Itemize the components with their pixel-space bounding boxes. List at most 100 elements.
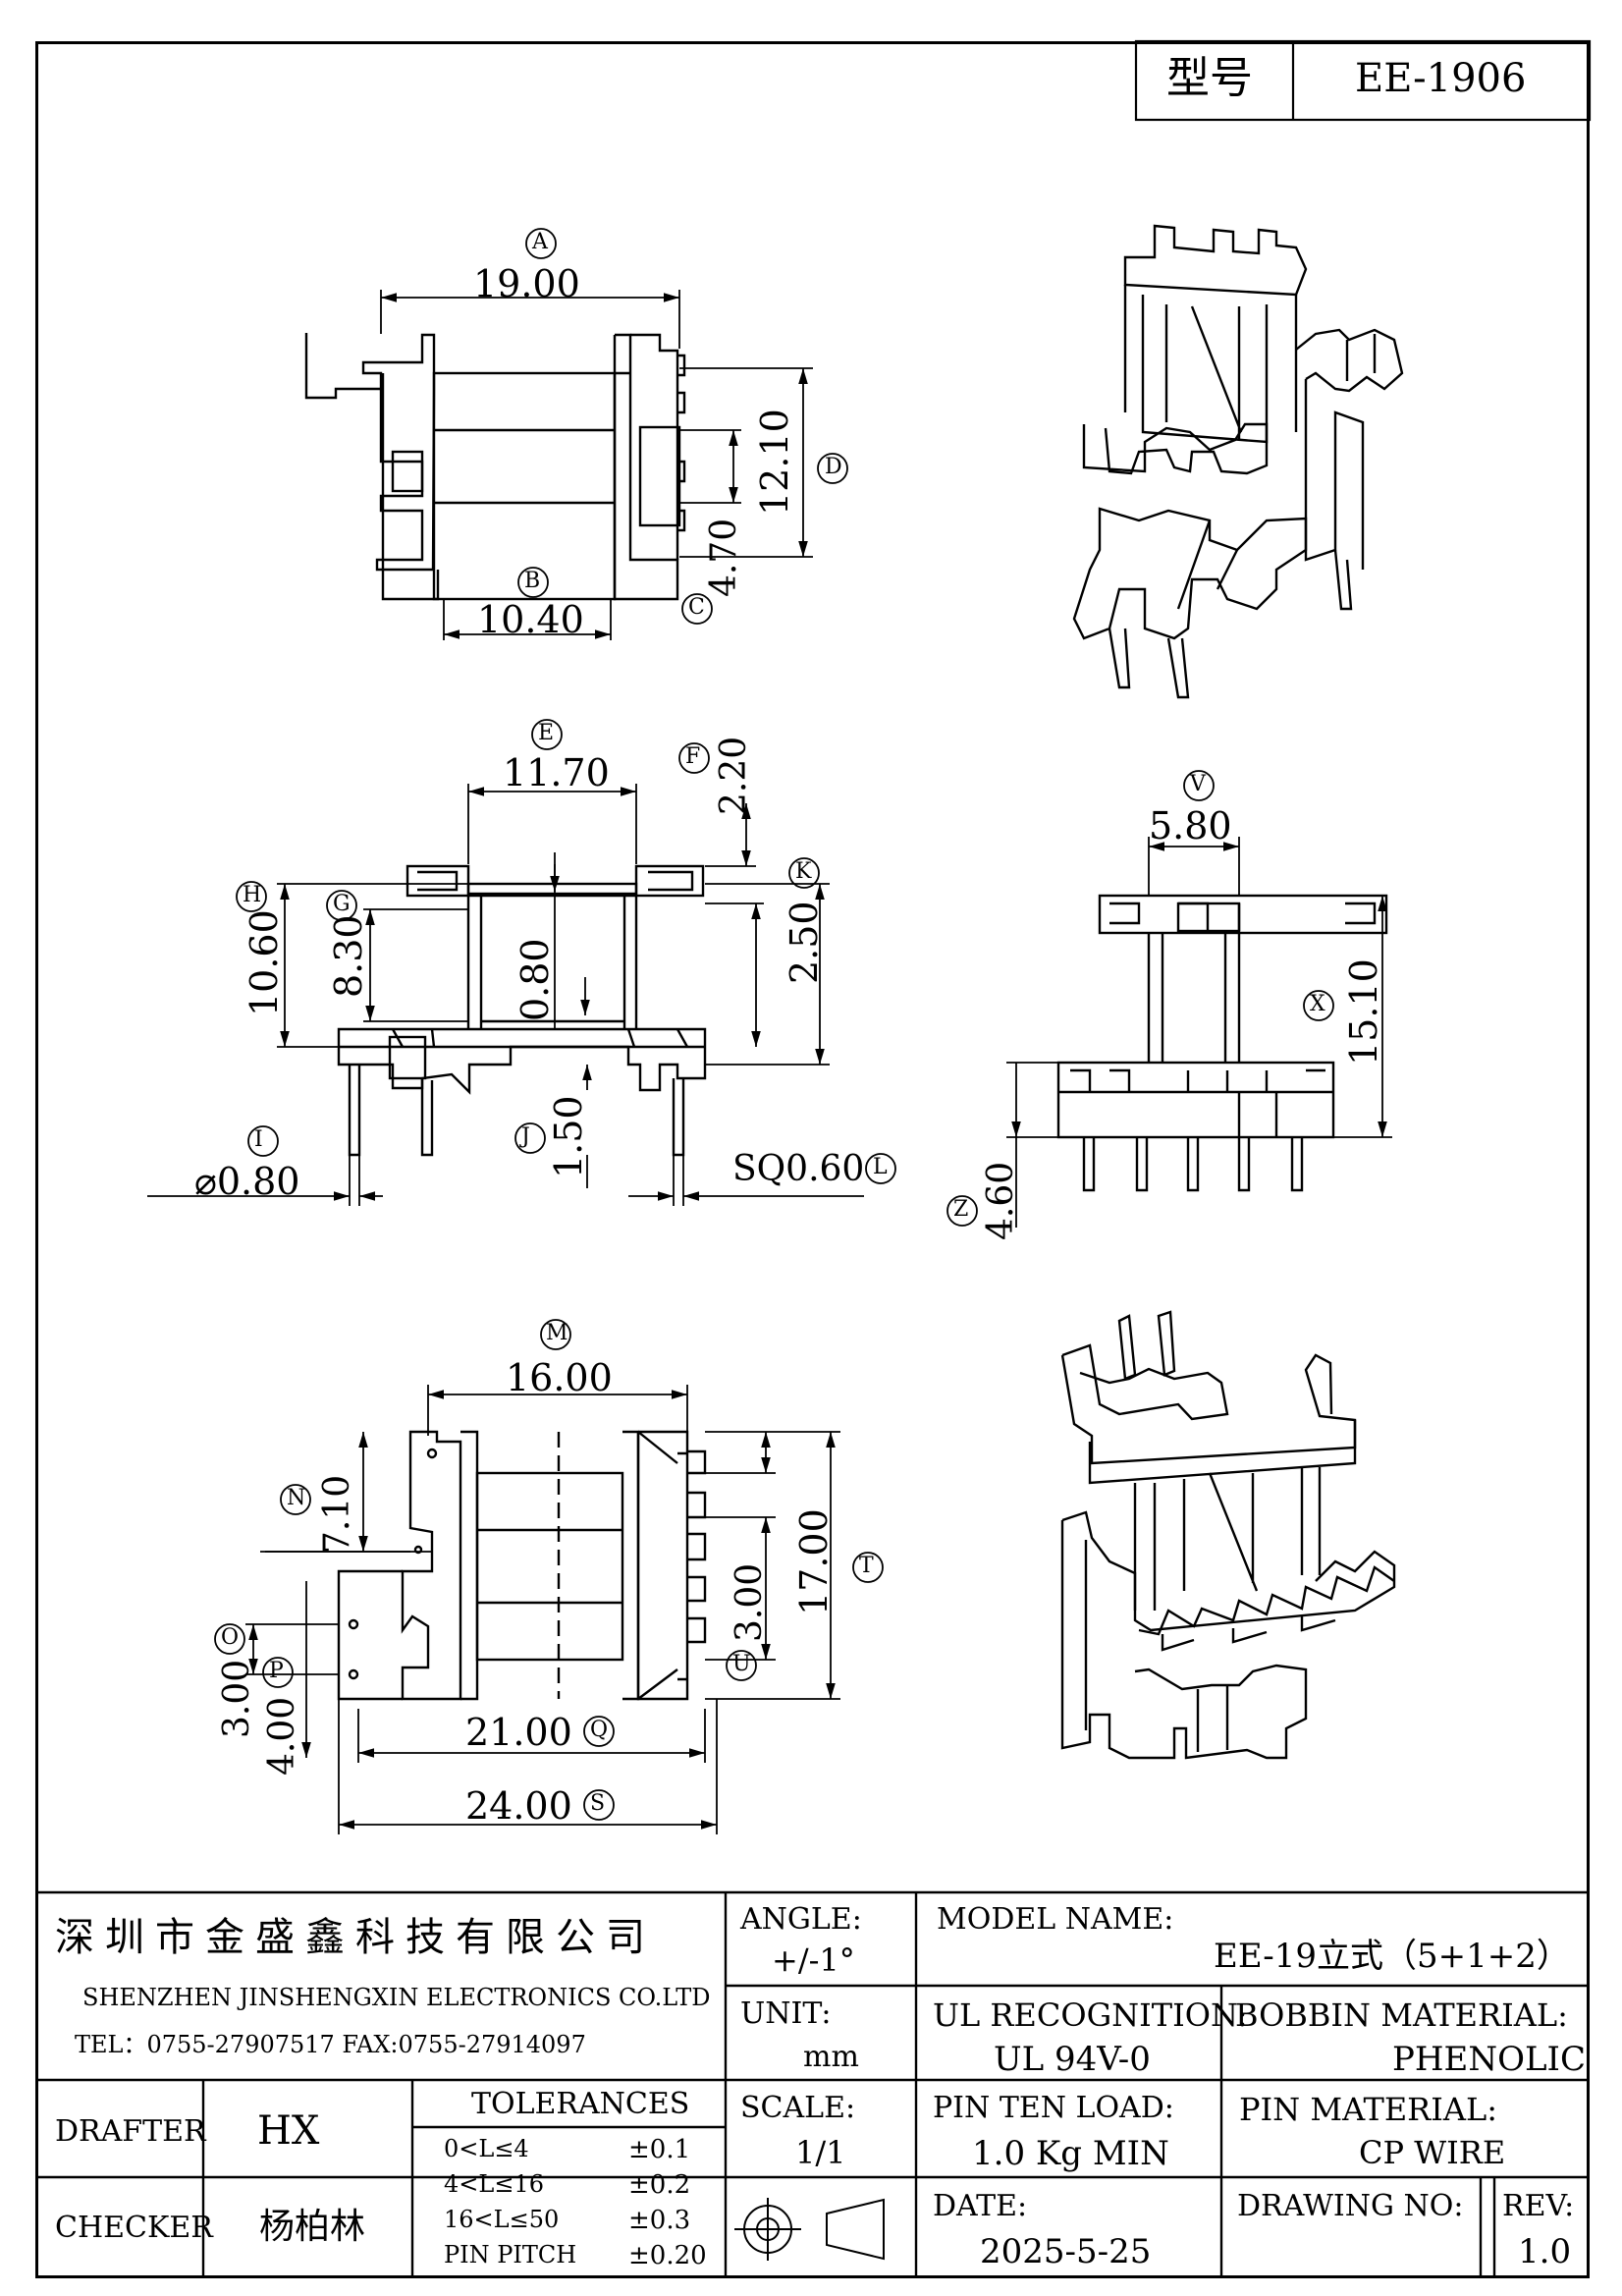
dim-value: 10.60 xyxy=(243,909,286,1016)
checker-value: 杨柏林 xyxy=(259,2207,366,2247)
dim-circle-label: X xyxy=(1310,992,1325,1016)
tol-value: ±0.2 xyxy=(628,2170,691,2200)
dim-circle-label: J xyxy=(521,1124,530,1149)
dim-value: 15.10 xyxy=(1342,958,1385,1066)
model-name-label: MODEL NAME: xyxy=(937,1902,1174,1937)
checker-label: CHECKER xyxy=(55,2211,213,2245)
dim-circle-label: Z xyxy=(953,1197,969,1222)
dim-value: ⌀0.80 xyxy=(194,1160,300,1203)
front-view-outline xyxy=(337,864,707,1157)
dim-circle-label: O xyxy=(221,1625,240,1650)
dim-circle-label: D xyxy=(825,455,842,479)
drawing-no-label: DRAWING NO: xyxy=(1237,2189,1464,2223)
company-name-cn: 深圳市金盛鑫科技有限公司 xyxy=(55,1915,656,1960)
dim-circle-label: G xyxy=(333,892,351,916)
tolerances-label: TOLERANCES xyxy=(471,2087,690,2121)
pin-load-value: 1.0 Kg MIN xyxy=(972,2134,1169,2173)
angle-label: ANGLE: xyxy=(740,1902,862,1937)
company-contact: TEL：0755-27907517 FAX:0755-27914097 xyxy=(75,2031,586,2058)
dim-circle-label: V xyxy=(1190,772,1206,796)
tol-range: 16<L≤50 xyxy=(444,2206,560,2233)
bobbin-value: PHENOLIC xyxy=(1392,2040,1586,2079)
tol-range: 4<L≤16 xyxy=(444,2170,544,2198)
dim-value: 10.40 xyxy=(477,598,584,641)
dim-value: 2.50 xyxy=(783,901,826,984)
ul-label: UL RECOGNITION: xyxy=(933,1996,1248,2034)
bobbin-label: BOBBIN MATERIAL: xyxy=(1235,1996,1568,2034)
dim-value: 3.00 xyxy=(730,1562,770,1642)
bottom-view-dimensions xyxy=(214,1319,884,1834)
angle-value: +/-1° xyxy=(772,1941,855,1979)
dim-circle-label: N xyxy=(287,1486,306,1510)
dim-circle-label: H xyxy=(243,883,262,907)
scale-label: SCALE: xyxy=(740,2091,856,2125)
tol-range: 0<L≤4 xyxy=(444,2135,529,2162)
rev-label: REV: xyxy=(1502,2189,1575,2223)
dim-circle-label: C xyxy=(688,595,705,620)
tol-value: ±0.20 xyxy=(628,2241,707,2270)
top-view-outline xyxy=(304,333,686,601)
dim-value: 8.30 xyxy=(327,914,370,998)
dim-value: 16.00 xyxy=(506,1356,613,1399)
model-value: EE-1906 xyxy=(1355,56,1527,101)
drawing-frame xyxy=(35,41,1590,2278)
dim-value: 2.20 xyxy=(714,736,754,815)
dim-value: 4.00 xyxy=(262,1696,302,1776)
dim-circle-label: A xyxy=(532,230,548,254)
dim-value: 19.00 xyxy=(473,262,580,305)
dim-circle-label: E xyxy=(538,721,555,745)
isometric-view-bottom xyxy=(1060,1310,1396,1760)
dim-circle-label: S xyxy=(590,1791,606,1816)
dim-value: 7.10 xyxy=(317,1474,357,1554)
pin-material-value: CP WIRE xyxy=(1359,2134,1506,2171)
dim-circle-label: F xyxy=(685,744,701,769)
dim-value: 1.50 xyxy=(547,1095,590,1178)
dim-circle-label: M xyxy=(546,1321,568,1345)
dim-circle-label: U xyxy=(732,1652,751,1676)
dim-circle-label: I xyxy=(254,1127,263,1152)
tol-value: ±0.1 xyxy=(628,2135,691,2164)
dim-value: 11.70 xyxy=(503,751,610,794)
dim-circle-label: P xyxy=(269,1659,284,1683)
dim-value: 12.10 xyxy=(753,409,796,516)
dim-circle-label: T xyxy=(859,1554,874,1578)
model-title-box xyxy=(1134,39,1592,122)
title-block-grid xyxy=(35,1890,1590,2278)
company-name-en: SHENZHEN JINSHENGXIN ELECTRONICS CO.LTD xyxy=(82,1984,711,2011)
projection-symbol-icon xyxy=(734,2198,885,2261)
dim-value: 0.80 xyxy=(514,938,557,1021)
ul-value: UL 94V-0 xyxy=(994,2040,1151,2079)
front-view-dimensions xyxy=(147,719,896,1206)
dim-circle-label: B xyxy=(524,569,541,593)
date-label: DATE: xyxy=(933,2189,1028,2223)
date-value: 2025-5-25 xyxy=(980,2232,1152,2271)
bottom-view-outline xyxy=(337,1430,707,1701)
model-name-value: EE-19立式（5+1+2） xyxy=(1214,1937,1570,1976)
unit-label: UNIT: xyxy=(740,1996,832,2031)
dim-value: 4.70 xyxy=(704,518,744,597)
drafter-value: HX xyxy=(257,2108,320,2154)
pin-material-label: PIN MATERIAL: xyxy=(1239,2091,1498,2128)
dim-value: 4.60 xyxy=(981,1161,1021,1240)
model-label: 型号 xyxy=(1166,53,1253,103)
drafter-label: DRAFTER xyxy=(55,2114,206,2149)
dim-circle-label: K xyxy=(795,859,812,884)
scale-value: 1/1 xyxy=(795,2134,846,2171)
tol-range: PIN PITCH xyxy=(444,2241,577,2269)
dim-circle-label: L xyxy=(873,1155,888,1179)
rev-value: 1.0 xyxy=(1518,2232,1572,2271)
dim-circle-label: Q xyxy=(590,1718,609,1742)
side-view-outline xyxy=(1056,894,1388,1192)
isometric-view-top xyxy=(1072,224,1404,699)
dim-value: 5.80 xyxy=(1149,804,1232,847)
unit-value: mm xyxy=(803,2040,859,2074)
dim-value: 3.00 xyxy=(217,1659,257,1738)
dim-value: 21.00 xyxy=(465,1711,572,1754)
side-view-dimensions xyxy=(946,770,1392,1228)
tol-value: ±0.3 xyxy=(628,2206,691,2235)
pin-load-label: PIN TEN LOAD: xyxy=(933,2091,1174,2125)
dim-value: 17.00 xyxy=(792,1508,836,1615)
dim-value: SQ0.60 xyxy=(732,1149,865,1189)
top-view-dimensions xyxy=(380,228,848,640)
